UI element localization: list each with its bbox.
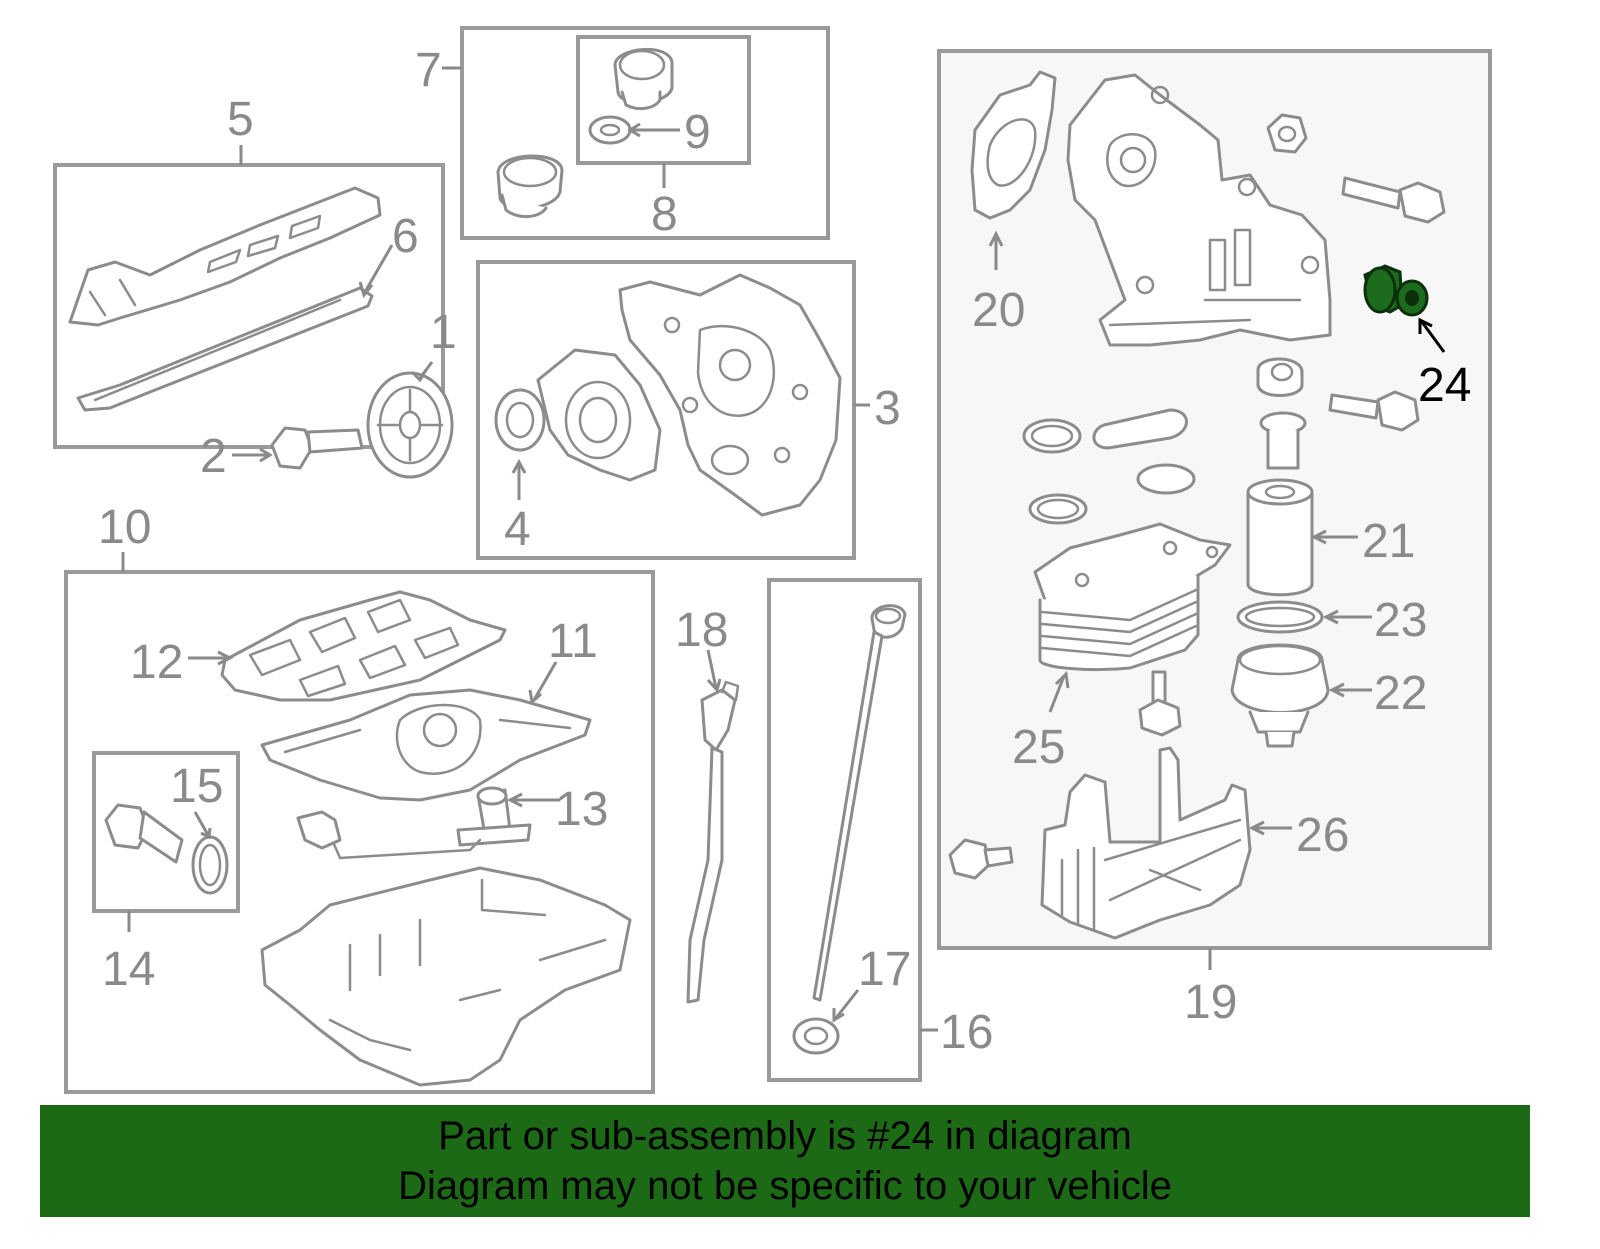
part-timing-cover-inner[interactable] (536, 348, 662, 482)
part-24-highlighted[interactable] (1363, 264, 1429, 317)
callout-25: 25 (1012, 721, 1065, 774)
part-16-dipstick[interactable] (812, 604, 907, 1002)
callout-4: 4 (504, 503, 531, 556)
part-housing-oval-seal[interactable] (1092, 408, 1188, 450)
callout-13: 13 (555, 783, 608, 836)
callout-22: 22 (1374, 667, 1427, 720)
part-housing-oring-2[interactable] (1136, 463, 1196, 495)
part-cooler-bolt[interactable] (1138, 670, 1182, 737)
info-banner: Part or sub-assembly is #24 in diagram D… (40, 1105, 1530, 1217)
part-23-filter-cap-oring[interactable] (1236, 600, 1324, 634)
callout-10: 10 (98, 501, 151, 554)
part-21-oil-filter[interactable] (1246, 478, 1314, 597)
part-housing-nut[interactable] (1266, 113, 1308, 154)
part-1-crank-pulley[interactable] (366, 371, 454, 479)
callout-21: 21 (1362, 515, 1415, 568)
part-2-pulley-bolt[interactable] (270, 426, 364, 470)
banner-line-1: Part or sub-assembly is #24 in diagram (438, 1114, 1132, 1158)
part-13-oil-level-sensor[interactable] (296, 786, 532, 860)
banner-line-2: Diagram may not be specific to your vehi… (398, 1164, 1172, 1208)
callout-20: 20 (972, 284, 1025, 337)
callout-1: 1 (430, 306, 457, 359)
part-25-oil-cooler[interactable] (1033, 522, 1232, 672)
part-11-pan-gasket[interactable] (260, 688, 592, 802)
group-19-box: 20 24 21 23 22 25 26 19 (937, 49, 1492, 1029)
callout-2: 2 (200, 430, 227, 483)
part-9-cap-seal[interactable] (588, 115, 632, 145)
callout-5: 5 (227, 93, 254, 146)
part-bracket-bolt[interactable] (948, 838, 1014, 880)
group-5-box: 5 6 1 2 (53, 93, 457, 483)
part-housing-sleeve[interactable] (1256, 357, 1304, 397)
callout-23: 23 (1374, 594, 1427, 647)
part-7-filler-cap[interactable] (496, 154, 564, 218)
part-3-front-cover[interactable] (618, 273, 842, 517)
part-19-oil-filter-housing[interactable] (1066, 73, 1332, 347)
callout-16: 16 (940, 1006, 993, 1059)
callout-15: 15 (170, 760, 223, 813)
callout-24: 24 (1418, 359, 1471, 412)
callout-3: 3 (874, 382, 901, 435)
part-oil-filler-cap[interactable] (613, 48, 674, 111)
callout-17: 17 (858, 943, 911, 996)
part-22-filter-cap[interactable] (1230, 643, 1330, 748)
group-10-box: 10 12 11 13 15 14 (64, 501, 655, 1094)
callout-6: 6 (392, 210, 419, 263)
part-18-dipstick-tube[interactable] (686, 680, 740, 1004)
part-4-front-seal[interactable] (494, 388, 546, 452)
part-17-dipstick-seal[interactable] (792, 1017, 840, 1055)
part-housing-bolt-upper[interactable] (1341, 176, 1446, 224)
callout-8: 8 (651, 188, 678, 241)
part-26-mount-bracket[interactable] (1040, 746, 1252, 940)
callout-7: 7 (415, 44, 442, 97)
callout-14: 14 (102, 943, 155, 996)
callout-26: 26 (1296, 809, 1349, 862)
group-3-box: 3 4 (476, 260, 901, 560)
group-7-box: 7 9 8 (415, 26, 830, 241)
part-12-oil-baffle[interactable] (220, 590, 507, 702)
callout-12: 12 (130, 636, 183, 689)
part-housing-bolt-lower[interactable] (1328, 390, 1420, 432)
part-14-drain-plug[interactable] (104, 803, 184, 864)
part-6-cover-gasket[interactable] (76, 286, 374, 412)
group-16-box: 17 16 (767, 578, 993, 1082)
part-15-drain-washer[interactable] (191, 835, 229, 895)
callout-11: 11 (548, 615, 598, 668)
callout-18: 18 (675, 604, 728, 657)
callout-9: 9 (684, 106, 711, 159)
callout-19: 19 (1184, 976, 1237, 1029)
part-filter-standpipe[interactable] (1259, 411, 1307, 470)
